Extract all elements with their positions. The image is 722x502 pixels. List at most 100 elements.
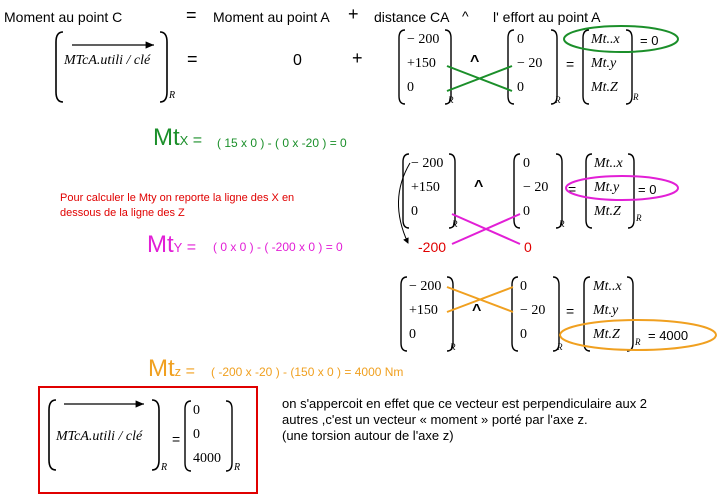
mty-equals: = (186, 239, 197, 256)
mtx-equals: = (192, 132, 203, 149)
mt-3-bracket-left (583, 276, 591, 352)
conclusion-line-2: autres ,c'est un vecteur « moment » port… (282, 412, 588, 427)
vec-f-2-bracket-left (513, 153, 521, 229)
highlight-ellipse-magenta (565, 175, 679, 201)
final-vec-x: 0 (193, 403, 200, 418)
cross-line-orange-2 (446, 286, 514, 313)
final-vec-bracket-left (184, 400, 192, 472)
mt-2-bracket-left (585, 153, 593, 229)
final-vec-subscript-r: R (234, 462, 241, 473)
result-y: = 0 (638, 182, 657, 197)
mt-3-z: Mt.Z (593, 327, 620, 342)
row1-plus: + (352, 48, 363, 68)
cross-line-green-2 (446, 65, 513, 92)
mt-3-bracket-right (626, 276, 634, 352)
vec-ca-3-bracket-left (400, 276, 408, 352)
final-equals: = (172, 431, 181, 447)
mt-2-sub-r: R (635, 213, 642, 223)
final-vec-y: 0 (193, 427, 200, 442)
vec-ca-2-sub-r: R (451, 219, 458, 229)
mt-2-bracket-right (627, 153, 635, 229)
cross-line-magenta-2 (451, 213, 521, 245)
mtx-formula: ( 15 x 0 ) - ( 0 x -20 ) = 0 (217, 136, 347, 150)
conclusion-line-1: on s'appercoit en effet que ce vecteur e… (282, 396, 648, 411)
vec-ca-3-sub-r: R (449, 342, 456, 352)
mt-2-y: Mt.y (594, 180, 620, 195)
extra-minus-200: -200 (418, 239, 447, 255)
vec-f-2-y: − 20 (523, 180, 549, 195)
vec-ca-2-y: +150 (411, 180, 440, 195)
row1-equals-2: = (566, 56, 575, 72)
mt-1-bracket-left (582, 29, 590, 105)
mtx-expression: MtX = (153, 124, 202, 152)
vec-ca-1-y: +150 (407, 56, 436, 71)
mtc-bracket-left (55, 31, 64, 103)
header-moment-c: Moment au point C (4, 9, 123, 25)
mtz-big: Mt (148, 355, 175, 382)
mt-1-bracket-right (625, 29, 633, 105)
vec-f-3-bracket-left (511, 276, 519, 352)
mtz-expression: Mtz = (148, 355, 195, 383)
conclusion-line-3: (une torsion autour de l'axe z) (282, 428, 454, 443)
header-moment-a: Moment au point A (213, 9, 330, 25)
highlight-ellipse-orange (559, 319, 717, 351)
mty-expression: MtY = (147, 231, 196, 259)
note-line-2: dessous de la ligne des Z (60, 207, 185, 219)
vec-f-2-x: 0 (523, 156, 530, 171)
header-wedge: ^ (462, 8, 469, 24)
mtc-bracket-right (159, 31, 168, 103)
vec-ca-1-sub-r: R (447, 95, 454, 105)
vec-f-1-x: 0 (517, 32, 524, 47)
mt-1-x: Mt..x (591, 32, 620, 47)
vec-ca-3-z: 0 (409, 327, 416, 342)
vec-f-2-sub-r: R (558, 219, 565, 229)
row1-equals: = (187, 49, 198, 69)
vec-ca-2-bracket-left (402, 153, 410, 229)
vec-ca-1-bracket-left (398, 29, 406, 105)
mt-1-z: Mt.Z (591, 80, 618, 95)
extra-zero: 0 (524, 239, 532, 255)
vec-ca-3-bracket-right (446, 276, 454, 352)
vec-ca-2-z: 0 (411, 204, 418, 219)
row1-zero: 0 (293, 52, 302, 69)
subscript-r: R (169, 90, 176, 101)
vec-f-1-y: − 20 (517, 56, 543, 71)
final-vec-z: 4000 (193, 451, 221, 466)
mt-2-x: Mt..x (594, 156, 623, 171)
mty-big: Mt (147, 231, 174, 258)
vec-f-3-x: 0 (520, 279, 527, 294)
highlight-ellipse-green (563, 25, 679, 53)
vec-ca-2-bracket-right (448, 153, 456, 229)
mtz-equals: = (185, 363, 195, 380)
mt-3-x: Mt..x (593, 279, 622, 294)
mtx-big: Mt (153, 124, 180, 151)
mtz-formula: ( -200 x -20 ) - (150 x 0 ) = 4000 Nm (211, 365, 404, 379)
vec-f-3-bracket-right (552, 276, 560, 352)
result-z: = 4000 (648, 328, 689, 343)
vec-f-2-z: 0 (523, 204, 530, 219)
wedge-1: ^ (470, 53, 480, 70)
vec-ca-3-x: − 200 (409, 279, 442, 294)
mtx-sub: X (179, 133, 189, 148)
vec-f-1-z: 0 (517, 80, 524, 95)
final-mtc-label: MTcA.utili / clé (56, 429, 143, 444)
vec-f-1-sub-r: R (554, 95, 561, 105)
header-effort-a: l' effort au point A (493, 9, 601, 25)
mty-formula: ( 0 x 0 ) - ( -200 x 0 ) = 0 (213, 240, 343, 254)
row3-equals: = (566, 303, 575, 319)
mt-1-sub-r: R (632, 92, 639, 102)
mt-1-y: Mt.y (591, 56, 617, 71)
vec-ca-3-y: +150 (409, 303, 438, 318)
row2-equals: = (568, 181, 577, 197)
mt-3-sub-r: R (634, 337, 641, 347)
final-subscript-r: R (161, 462, 168, 473)
final-result-box (38, 386, 258, 494)
mty-sub: Y (173, 240, 183, 255)
header-plus: + (348, 4, 359, 24)
final-vec-bracket-right (225, 400, 233, 472)
mtz-sub: z (174, 364, 182, 379)
vec-f-3-y: − 20 (520, 303, 546, 318)
wedge-3: ^ (472, 302, 482, 319)
vec-f-3-sub-r: R (556, 342, 563, 352)
